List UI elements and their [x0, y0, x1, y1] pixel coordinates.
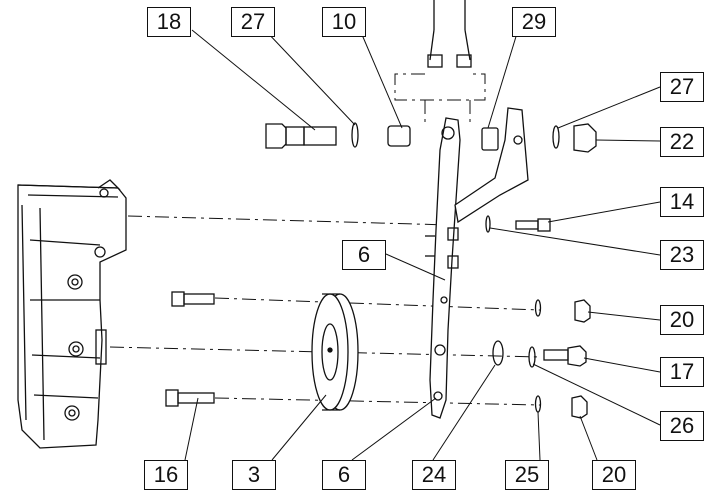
centerlines — [109, 73, 541, 406]
bolt-16 — [165, 389, 215, 407]
washer-24 — [492, 340, 504, 366]
bolt-upper — [171, 291, 215, 307]
callout-25: 25 — [505, 460, 549, 490]
nut-22 — [573, 123, 597, 153]
bolt-17 — [543, 345, 587, 367]
callout-20-lower: 20 — [592, 460, 636, 490]
callout-27-top: 27 — [231, 7, 275, 37]
callout-29: 29 — [512, 7, 556, 37]
washer-26 — [528, 346, 536, 368]
callout-27-right: 27 — [660, 72, 704, 102]
callout-6-lower: 6 — [322, 460, 366, 490]
callout-16: 16 — [144, 460, 188, 490]
washer-27-right — [552, 125, 560, 149]
screw-14 — [485, 215, 551, 233]
callout-6-upper: 6 — [342, 240, 386, 270]
mounting-plate — [425, 117, 461, 419]
nut-20-lower — [571, 395, 588, 419]
side-bracket — [454, 107, 529, 224]
callout-10: 10 — [322, 7, 366, 37]
callout-20-upper: 20 — [660, 305, 704, 335]
callout-24: 24 — [412, 460, 456, 490]
leader-lines — [184, 29, 661, 461]
nut-20-upper — [574, 299, 591, 323]
callout-22: 22 — [660, 127, 704, 157]
callout-26: 26 — [660, 411, 704, 441]
gearbox-housing — [17, 179, 127, 449]
washer-25 — [534, 395, 542, 413]
bushing-10 — [387, 125, 411, 147]
callout-14: 14 — [660, 187, 704, 217]
callout-3: 3 — [232, 460, 276, 490]
washer-27-left — [351, 122, 359, 148]
ring-spacer-3 — [311, 293, 359, 411]
callout-23: 23 — [660, 240, 704, 270]
callout-17: 17 — [660, 357, 704, 387]
washer-upper — [534, 299, 542, 317]
upper-bracket — [427, 0, 472, 68]
callout-18-top: 18 — [147, 7, 191, 37]
bolt-18 — [265, 123, 337, 149]
